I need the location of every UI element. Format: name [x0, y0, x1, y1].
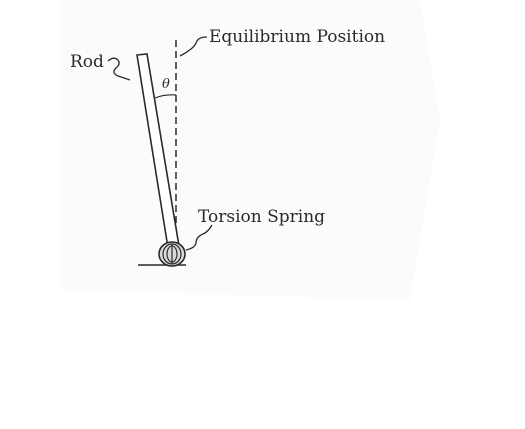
- equilibrium-position-label: Equilibrium Position: [209, 27, 385, 47]
- torsion-spring-coil: [158, 241, 186, 267]
- spring-leader: [185, 224, 213, 251]
- angle-theta-label: θ: [162, 77, 170, 92]
- torsion-spring-label: Torsion Spring: [198, 207, 325, 227]
- equilibrium-leader: [179, 36, 208, 57]
- rod-label: Rod: [70, 52, 104, 72]
- angle-arc: [154, 94, 177, 99]
- rod-leader: [107, 57, 131, 81]
- paper-sheet-shading: [60, 0, 440, 300]
